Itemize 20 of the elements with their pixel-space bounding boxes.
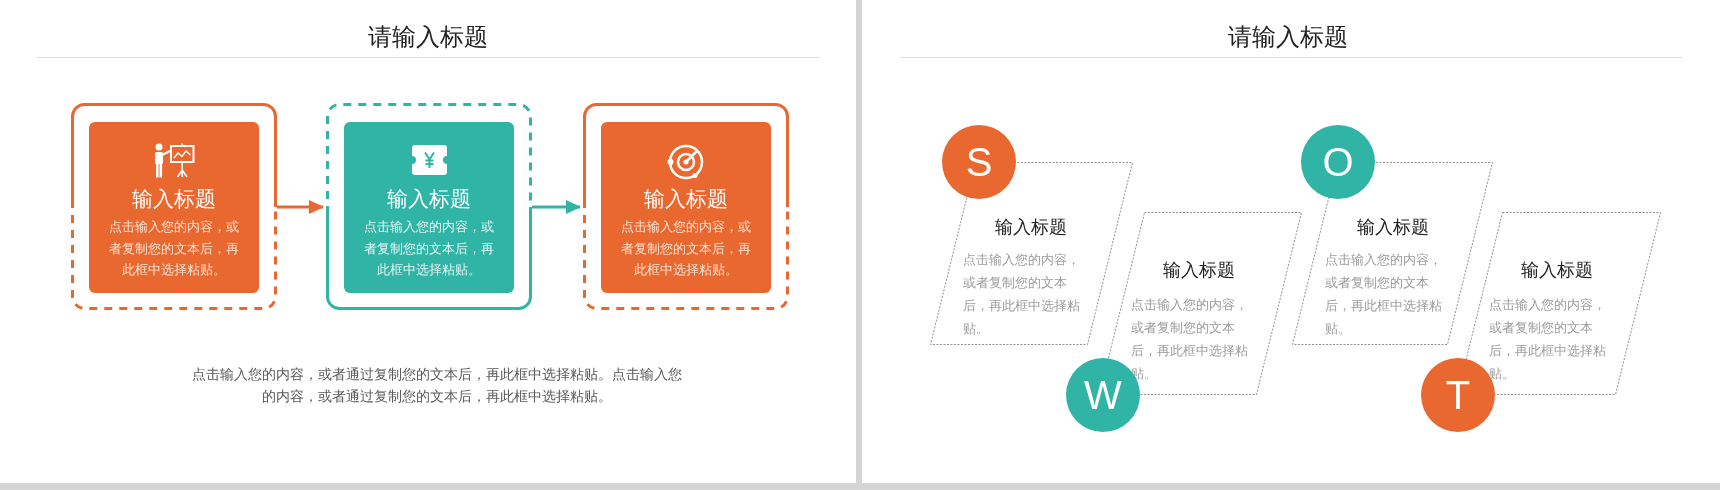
card-description: 点击输入您的内容，或者复制您的文本后，再此框中选择粘贴。 [963,251,1081,338]
slide-title: 请输入标题 [1228,22,1348,52]
card-title: 输入标题 [1357,216,1429,238]
slide-title: 请输入标题 [368,22,488,52]
step-title: 输入标题 [644,186,728,212]
card-title: 输入标题 [995,216,1067,238]
step-frame [71,103,277,310]
description-text: 点击输入您的内容，或者通过复制您的文本后，再此框中选择粘贴。点击输入您的内容，或者通过复制您的文本后，再此框中选择粘贴。 [191,365,683,406]
arrow [532,200,581,214]
step-frame [326,103,532,310]
card-description: 点击输入您的内容，或者复制您的文本后，再此框中选择粘贴。 [1325,251,1443,338]
card-title: 输入标题 [1163,259,1235,281]
step-frame [583,103,789,310]
step-title: 输入标题 [387,186,471,212]
step-description: 点击输入您的内容，或者复制您的文本后，再此框中选择粘贴。 [620,218,752,279]
card-title: 输入标题 [1521,259,1593,281]
step-description: 点击输入您的内容，或者复制您的文本后，再此框中选择粘贴。 [363,218,495,279]
step-title: 输入标题 [132,186,216,212]
step-description: 点击输入您的内容，或者复制您的文本后，再此框中选择粘贴。 [108,218,240,279]
arrow [277,200,324,214]
